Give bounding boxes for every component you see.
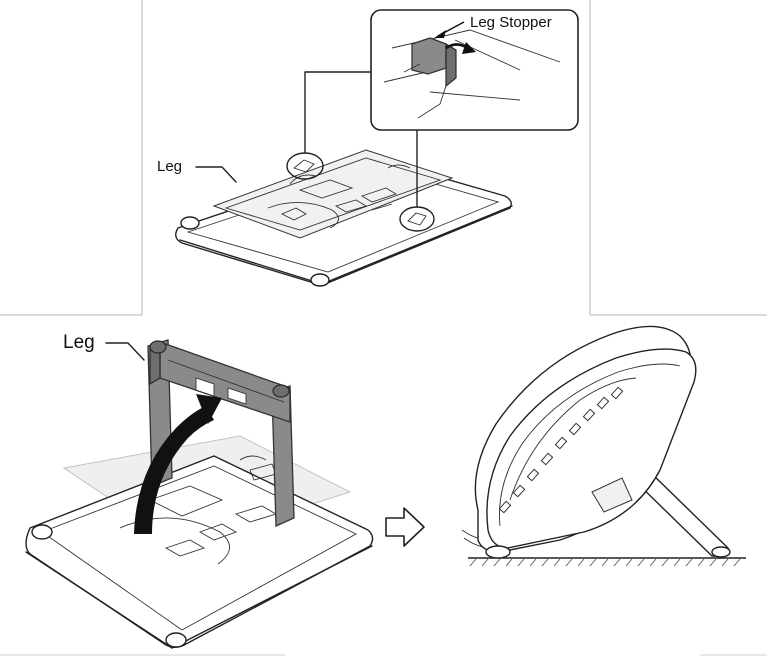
bottom-phone-base [26, 436, 373, 648]
leg-label-bottom: Leg [63, 332, 95, 353]
top-phone-base [176, 150, 512, 286]
leg-pointer-top [196, 167, 236, 182]
side-view-phone [462, 326, 746, 566]
leg-pointer-bottom [106, 343, 144, 360]
leg-stopper-label: Leg Stopper [470, 14, 552, 31]
leg-label-top: Leg [157, 158, 182, 175]
step-arrow-icon [386, 508, 424, 546]
